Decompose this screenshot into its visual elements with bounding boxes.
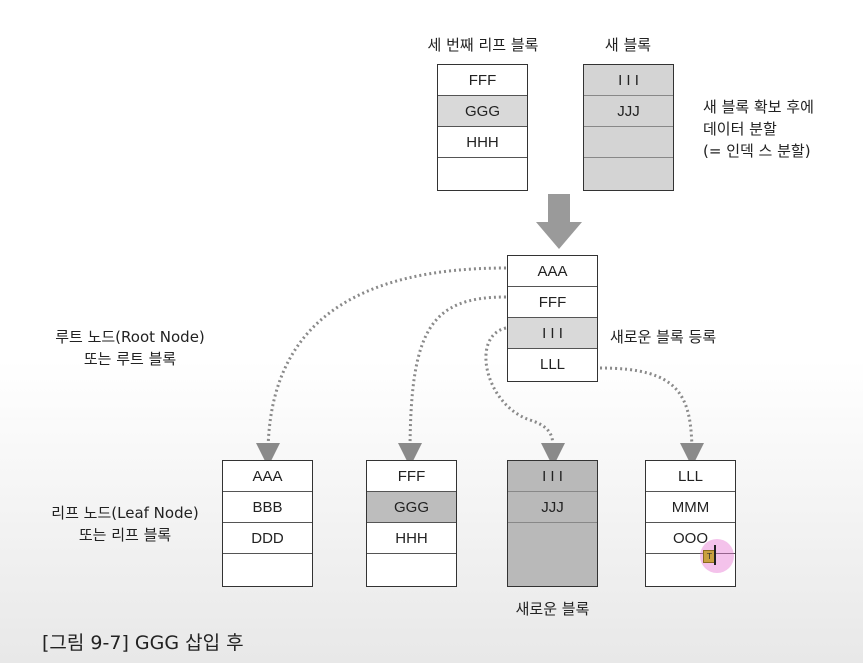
block-cell: MMM xyxy=(646,492,735,523)
leaf-block-1: AAA BBB DDD xyxy=(222,460,313,587)
block-cell xyxy=(367,554,456,585)
block-cell: HHH xyxy=(367,523,456,554)
block-cell: LLL xyxy=(646,461,735,492)
new-block-top: I I I JJJ xyxy=(583,64,674,191)
new-block-register-label: 새로운 블록 등록 xyxy=(610,328,717,346)
split-note-line2: 데이터 분할 xyxy=(703,120,777,138)
block-cell: LLL xyxy=(539,356,566,373)
big-down-arrow xyxy=(536,194,582,249)
leaf-node-label-line2: 또는 리프 블록 xyxy=(78,526,172,544)
leaf-node-label-line1: 리프 노드(Leaf Node) xyxy=(51,504,199,522)
root-node-label: 루트 노드(Root Node) 또는 루트 블록 xyxy=(30,326,230,370)
block-cell xyxy=(223,554,312,585)
block-cell: BBB xyxy=(223,492,312,523)
block-cell-highlighted: I I I xyxy=(508,318,597,349)
arrow-root-to-leaf1 xyxy=(256,266,507,467)
i-beam-cursor-icon xyxy=(714,545,724,565)
leaf-block-2: FFF GGG HHH xyxy=(366,460,457,587)
split-note-line3: (= 인덱 스 분할) xyxy=(703,142,811,160)
arrow-root-to-leaf3 xyxy=(484,326,566,467)
block-cell xyxy=(584,127,673,158)
root-block: AAA FFF I I I LLL xyxy=(507,255,598,382)
block-cell xyxy=(438,158,527,189)
leaf-block-4: LLL MMM OOO xyxy=(645,460,736,587)
block-cell: FFF xyxy=(367,461,456,492)
figure-caption: [그림 9-7] GGG 삽입 후 xyxy=(42,632,244,654)
split-note-line1: 새 블록 확보 후에 xyxy=(703,98,814,116)
block-cell: FFF xyxy=(508,287,597,318)
block-cell: OOO xyxy=(646,523,735,554)
block-cell: FFF xyxy=(438,65,527,96)
block-cell xyxy=(508,523,597,554)
block-cell: HHH xyxy=(438,127,527,158)
block-cell: I I I xyxy=(508,461,597,492)
root-node-label-line1: 루트 노드(Root Node) xyxy=(55,328,205,346)
block-cell: JJJ xyxy=(584,96,673,127)
block-cell xyxy=(584,158,673,189)
block-cell: AAA xyxy=(508,256,597,287)
arrow-root-to-leaf4 xyxy=(599,366,704,467)
leaf-block-3-new: I I I JJJ xyxy=(507,460,598,587)
third-leaf-title: 세 번째 리프 블록 xyxy=(427,36,539,54)
new-block-title: 새 블록 xyxy=(604,36,652,54)
block-cell-highlighted: GGG xyxy=(438,96,527,127)
root-node-label-line2: 또는 루트 블록 xyxy=(83,350,177,368)
block-cell: I I I xyxy=(584,65,673,96)
block-cell: DDD xyxy=(223,523,312,554)
text-tool-icon: T xyxy=(703,550,716,563)
leaf-node-label: 리프 노드(Leaf Node) 또는 리프 블록 xyxy=(30,502,220,546)
block-cell xyxy=(508,554,597,585)
third-leaf-block: FFF GGG HHH xyxy=(437,64,528,191)
arrow-root-to-leaf2 xyxy=(398,295,507,467)
block-cell-highlighted: GGG xyxy=(367,492,456,523)
block-cell: JJJ xyxy=(508,492,597,523)
new-leaf-block-label: 새로운 블록 xyxy=(515,600,590,618)
split-note: 새 블록 확보 후에 데이터 분할 (= 인덱 스 분할) xyxy=(703,96,814,162)
block-cell: AAA xyxy=(223,461,312,492)
